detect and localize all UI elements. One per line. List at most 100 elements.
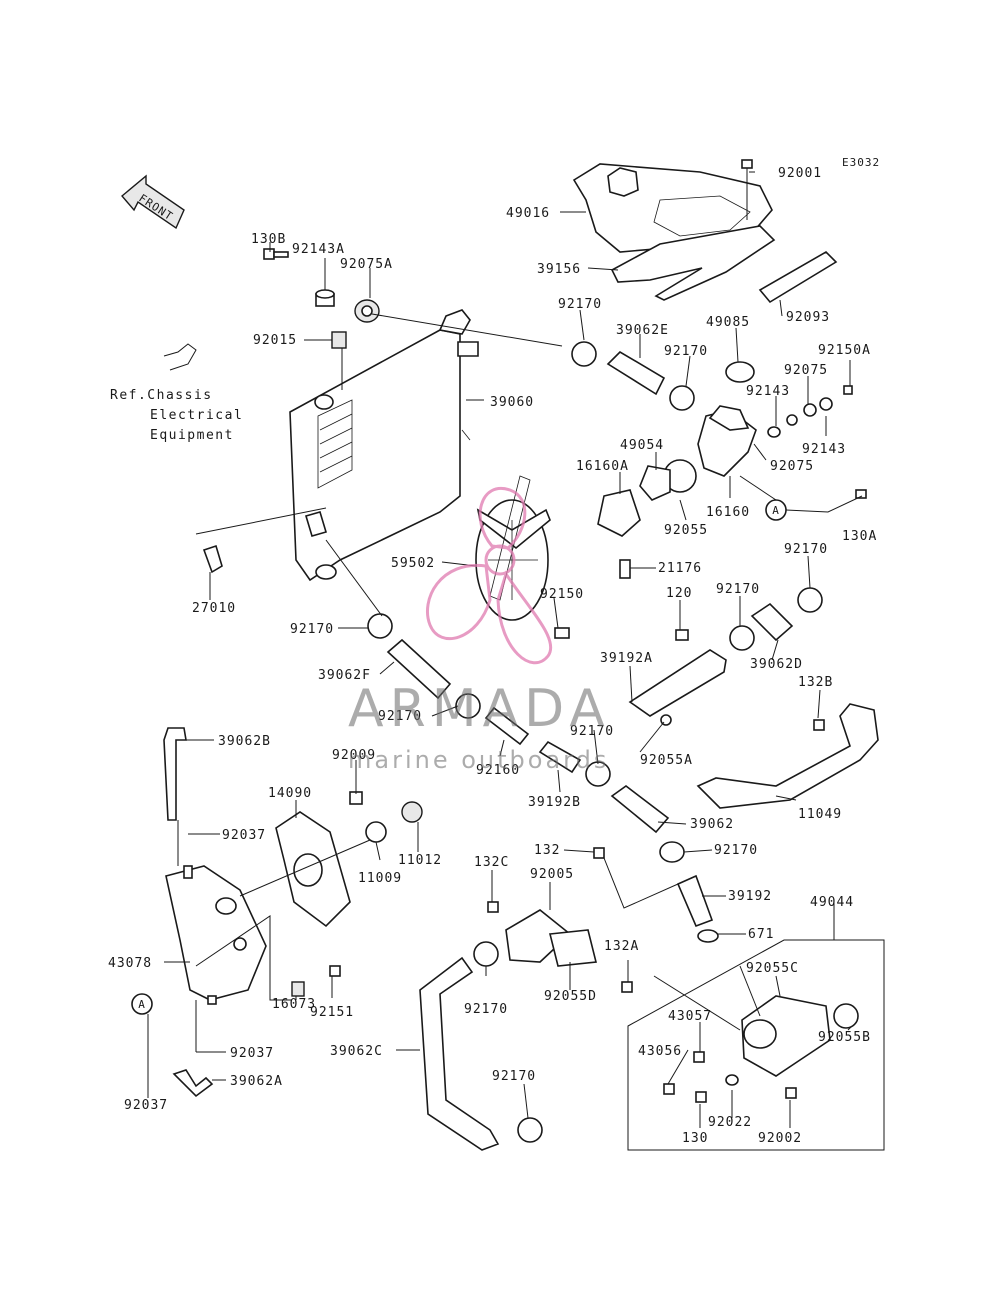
label-92037-a: 92037 — [222, 828, 266, 843]
label-92143A: 92143A — [292, 242, 345, 257]
label-92170-j: 92170 — [464, 1002, 508, 1017]
label-92055D: 92055D — [544, 989, 597, 1004]
clip-92015 — [331, 331, 347, 349]
label-92037-b: 92037 — [230, 1046, 274, 1061]
label-43078: 43078 — [108, 956, 152, 971]
label-27010: 27010 — [192, 601, 236, 616]
watermark: ARMADA marine outboards — [348, 486, 611, 774]
label-39062: 39062 — [690, 817, 734, 832]
label-39062E: 39062E — [616, 323, 669, 338]
label-92170-d: 92170 — [716, 582, 760, 597]
label-49044: 49044 — [810, 895, 854, 910]
label-49054: 49054 — [620, 438, 664, 453]
sensor-27010 — [202, 544, 223, 574]
label-11012: 11012 — [398, 853, 442, 868]
bracket-11049 — [696, 703, 879, 809]
label-132A: 132A — [604, 939, 639, 954]
label-39062C: 39062C — [330, 1044, 383, 1059]
front-arrow-icon: FRONT — [121, 174, 185, 230]
marker-a-right: A — [765, 499, 787, 521]
bolt-92150 — [554, 627, 570, 639]
label-92022: 92022 — [708, 1115, 752, 1130]
grommet-92075A — [354, 299, 380, 323]
label-49085: 49085 — [706, 315, 750, 330]
label-39062B: 39062B — [218, 734, 271, 749]
hose-39062B — [163, 727, 187, 821]
label-14090: 14090 — [268, 786, 312, 801]
label-92143-a: 92143 — [746, 384, 790, 399]
label-92170-g: 92170 — [378, 709, 422, 724]
label-92055A: 92055A — [640, 753, 693, 768]
label-92160: 92160 — [476, 763, 520, 778]
label-43057: 43057 — [668, 1009, 712, 1024]
watermark-tagline: marine outboards — [348, 746, 609, 774]
label-130A: 130A — [842, 529, 877, 544]
label-39062F: 39062F — [318, 668, 371, 683]
wire-clamp-ref — [163, 343, 197, 371]
label-92170-h: 92170 — [492, 1069, 536, 1084]
part-number-labels: E3032 92001 49016 39156 92093 130B 92143… — [108, 156, 880, 1146]
label-132: 132 — [534, 843, 560, 858]
reservoir-tank-43078 — [165, 865, 267, 1005]
label-11009: 11009 — [358, 871, 402, 886]
reference-line-3: Equipment — [150, 428, 234, 443]
hose-39062F — [386, 638, 452, 700]
hose-39062 — [610, 785, 670, 834]
label-92170-f: 92170 — [570, 724, 614, 739]
label-92170-b: 92170 — [664, 344, 708, 359]
label-39192A: 39192A — [600, 651, 653, 666]
pipe-39192B — [538, 740, 582, 774]
label-92075A: 92075A — [340, 257, 393, 272]
label-92001: 92001 — [778, 166, 822, 181]
diagram-code: E3032 — [842, 156, 880, 169]
collar-92143A — [315, 289, 335, 307]
label-132C: 132C — [474, 855, 509, 870]
label-132B: 132B — [798, 675, 833, 690]
label-92150A: 92150A — [818, 343, 871, 358]
label-92170-i: 92170 — [714, 843, 758, 858]
label-16160A: 16160A — [576, 459, 629, 474]
label-16073: 16073 — [272, 997, 316, 1012]
watermark-logo-icon — [426, 486, 553, 665]
label-92170-e: 92170 — [784, 542, 828, 557]
label-16160: 16160 — [706, 505, 750, 520]
marker-a-left: A — [131, 993, 153, 1015]
small-washers — [767, 385, 867, 499]
label-92151: 92151 — [310, 1005, 354, 1020]
label-92009: 92009 — [332, 748, 376, 763]
reference-line-1: Ref.Chassis — [110, 388, 213, 403]
label-92170-a: 92170 — [558, 297, 602, 312]
marker-a-left-label: A — [138, 998, 146, 1011]
label-39192: 39192 — [728, 889, 772, 904]
label-130B: 130B — [251, 232, 286, 247]
hose-39062C — [419, 956, 500, 1151]
water-pipe-39192A — [628, 629, 727, 726]
label-92037-c: 92037 — [124, 1098, 168, 1113]
label-130: 130 — [682, 1131, 708, 1146]
leader-lines — [147, 171, 863, 1128]
reference-note: Ref.Chassis Electrical Equipment — [110, 388, 243, 443]
hose-clamps — [367, 341, 823, 1143]
label-49016: 49016 — [506, 206, 550, 221]
label-92055C: 92055C — [746, 961, 799, 976]
watermark-brand: ARMADA — [348, 679, 611, 739]
label-92055B: 92055B — [818, 1030, 871, 1045]
bolt-92151 — [329, 965, 341, 977]
label-92150: 92150 — [540, 587, 584, 602]
label-120: 120 — [666, 586, 692, 601]
label-59502: 59502 — [391, 556, 435, 571]
label-21176: 21176 — [658, 561, 702, 576]
label-92075-b: 92075 — [770, 459, 814, 474]
label-39062D: 39062D — [750, 657, 803, 672]
reference-line-2: Electrical — [150, 408, 243, 423]
bolt-92001 — [741, 159, 753, 220]
label-39156: 39156 — [537, 262, 581, 277]
pipe-92160 — [484, 706, 530, 746]
top-cover-49016 — [572, 163, 773, 253]
marker-a-right-label: A — [772, 504, 780, 517]
strip-92093 — [758, 251, 838, 304]
clip-16073 — [291, 981, 305, 997]
label-92093: 92093 — [786, 310, 830, 325]
hose-39062A — [172, 1069, 214, 1098]
